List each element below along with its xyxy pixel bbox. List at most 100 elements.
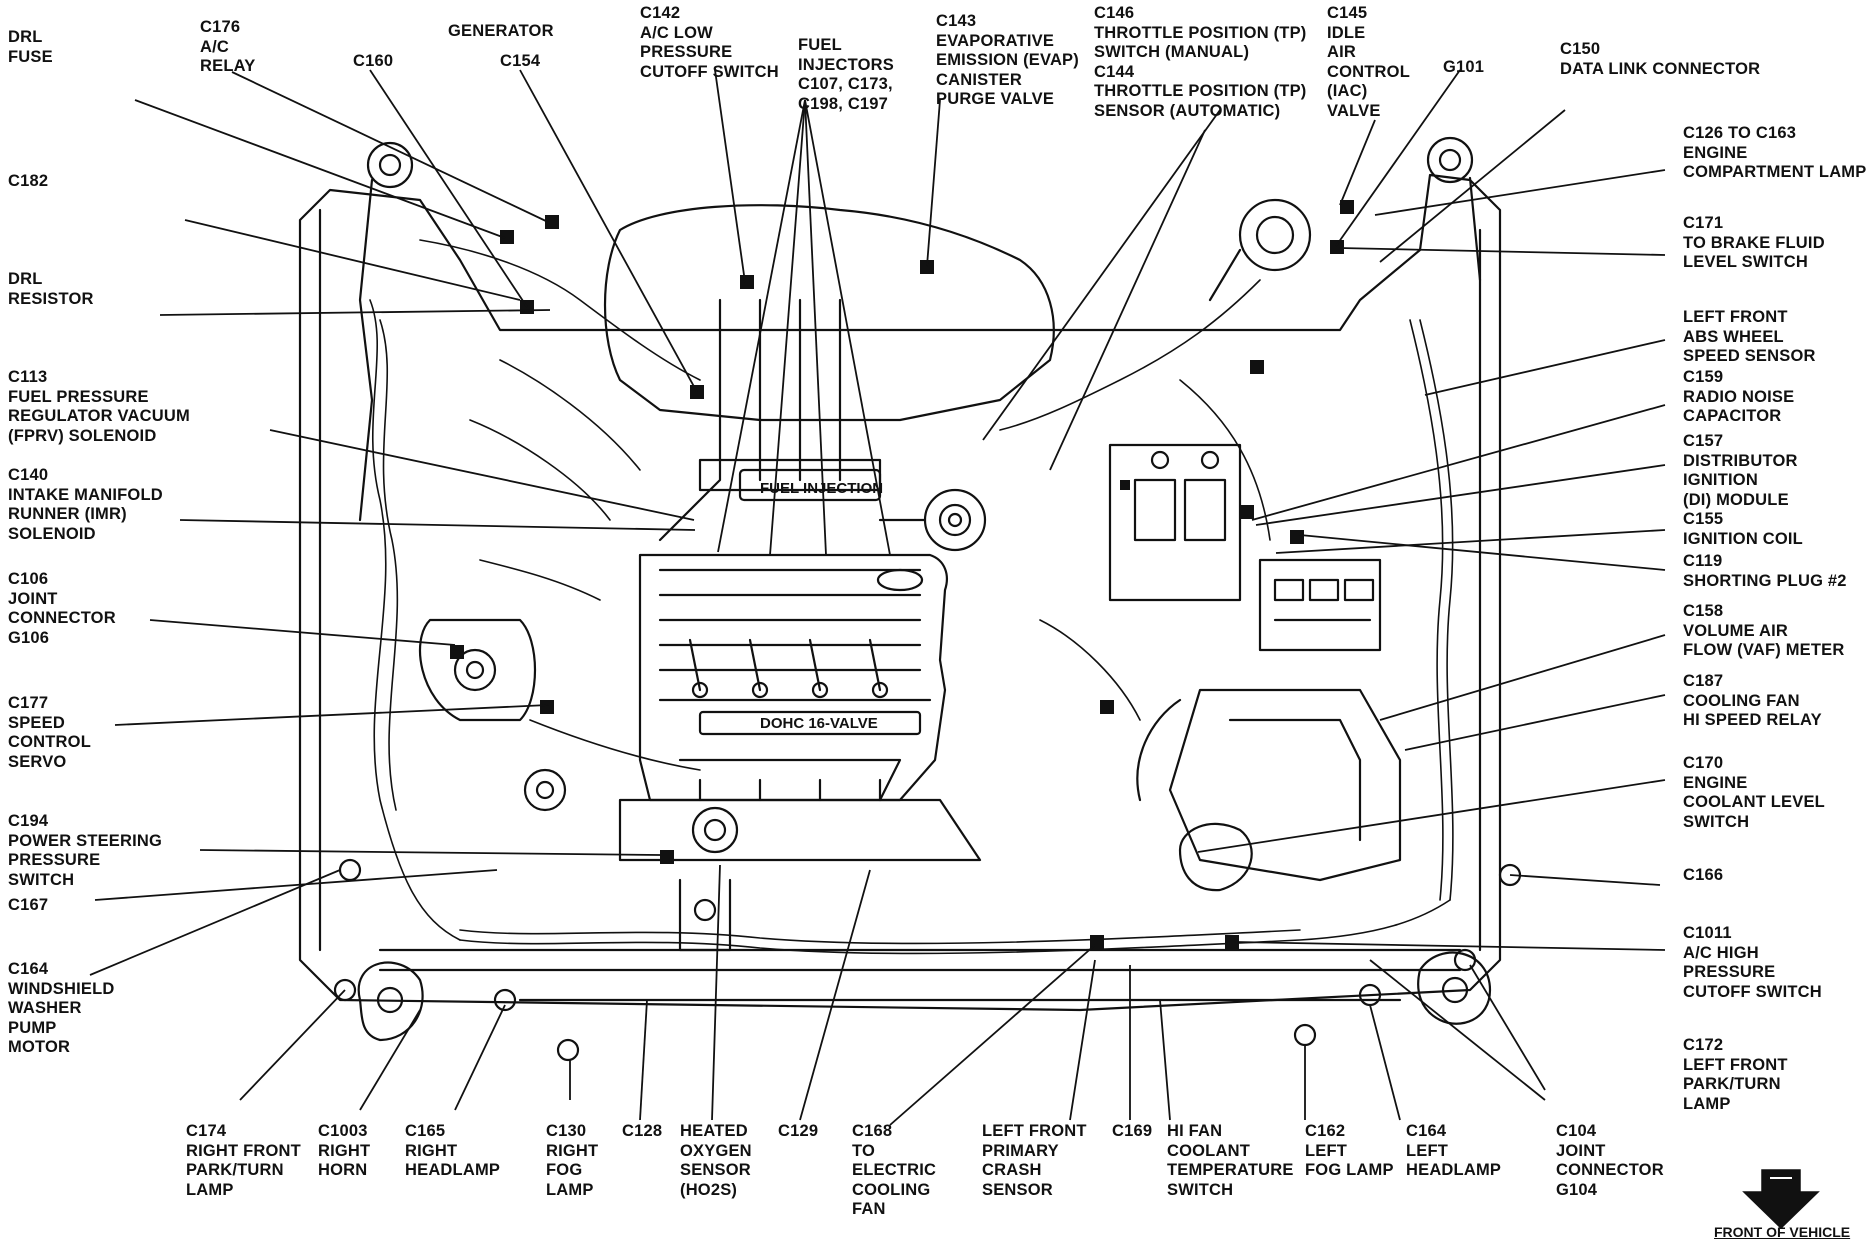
leader-c113 <box>269 429 695 521</box>
label-c187: C187 COOLING FAN HI SPEED RELAY <box>1683 672 1822 729</box>
label-c150: C150 DATA LINK CONNECTOR <box>1560 40 1761 78</box>
lamp-sockets <box>333 858 1522 1062</box>
leader-c158 <box>1379 634 1666 721</box>
leader-fi-d <box>804 99 891 556</box>
label-g101: G101 <box>1443 58 1485 76</box>
leader-c171 <box>1339 247 1666 256</box>
coolant-reservoir <box>1178 822 1253 892</box>
fuse-box <box>1258 558 1382 652</box>
leader-c143 <box>926 99 941 267</box>
connector-markers <box>450 200 1354 949</box>
label-c113: C113 FUEL PRESSURE REGULATOR VACUUM (FPR… <box>8 368 190 445</box>
arrow-down-icon <box>1742 1169 1820 1230</box>
leader-c1003 <box>359 1009 421 1111</box>
leader-drl-fuse <box>134 99 506 239</box>
leader-c129 <box>799 869 871 1121</box>
right-horn <box>357 961 424 1042</box>
leader-fi-b <box>769 99 806 556</box>
leader-c154 <box>519 69 698 393</box>
leader-c155 <box>1275 529 1666 554</box>
leader-fi-c <box>804 99 827 556</box>
label-c154: C154 <box>500 52 541 70</box>
leader-c165 <box>454 1004 506 1111</box>
leader-c106 <box>149 619 456 646</box>
label-c162: C162 LEFT FOG LAMP <box>1305 1122 1394 1179</box>
engine-bay-outline <box>298 173 1502 1012</box>
label-crash: LEFT FRONT PRIMARY CRASH SENSOR <box>982 1122 1087 1199</box>
leader-abs <box>1424 339 1666 396</box>
leader-c164-headlamp <box>1369 1004 1401 1121</box>
leader-lines <box>89 69 1666 1126</box>
label-c177: C177 SPEED CONTROL SERVO <box>8 694 91 771</box>
cam-cover <box>638 553 948 802</box>
label-abs: LEFT FRONT ABS WHEEL SPEED SENSOR <box>1683 308 1816 365</box>
label-c158: C158 VOLUME AIR FLOW (VAF) METER <box>1683 602 1845 659</box>
engine-block-lower <box>618 798 982 952</box>
leader-c119 <box>1299 534 1666 571</box>
label-c128: C128 <box>622 1122 663 1140</box>
leader-c194 <box>199 849 661 856</box>
label-ho2s: HEATED OXYGEN SENSOR (HO2S) <box>680 1122 752 1199</box>
leader-c172 <box>1469 964 1546 1091</box>
leader-c128 <box>639 999 648 1121</box>
label-c157: C157 DISTRIBUTOR IGNITION (DI) MODULE <box>1683 432 1798 509</box>
battery <box>1108 443 1242 602</box>
leader-c142 <box>714 69 746 283</box>
leader-c104 <box>1369 959 1546 1101</box>
leader-c170 <box>1197 779 1666 853</box>
leader-c160 <box>369 69 528 308</box>
label-c106: C106 JOINT CONNECTOR G106 <box>8 570 116 647</box>
label-c182: C182 <box>8 172 49 190</box>
label-c140: C140 INTAKE MANIFOLD RUNNER (IMR) SOLENO… <box>8 466 163 543</box>
leader-c187 <box>1404 694 1666 751</box>
label-c159: C159 RADIO NOISE CAPACITOR <box>1683 368 1795 425</box>
leader-c140 <box>179 519 696 531</box>
label-c164-washer: C164 WINDSHIELD WASHER PUMP MOTOR <box>8 960 115 1056</box>
label-c167: C167 <box>8 896 49 914</box>
air-cleaner <box>1136 688 1402 882</box>
leader-c144 <box>1049 129 1206 471</box>
label-c168: C168 TO ELECTRIC COOLING FAN <box>852 1122 937 1218</box>
label-drl-fuse: DRL FUSE <box>8 28 53 66</box>
leader-c177 <box>114 704 549 726</box>
intake-manifold <box>603 204 1055 542</box>
leader-c150 <box>1379 109 1566 263</box>
label-c146: C146 THROTTLE POSITION (TP) SWITCH (MANU… <box>1094 4 1307 120</box>
wire-harness <box>369 239 1454 955</box>
leader-c182 <box>184 219 521 301</box>
leader-c168 <box>889 944 1096 1126</box>
leader-ho2s <box>711 864 721 1121</box>
front-of-vehicle-caption: FRONT OF VEHICLE <box>1714 1224 1851 1240</box>
leader-g101 <box>1335 69 1461 247</box>
label-c1011: C1011 A/C HIGH PRESSURE CUTOFF SWITCH <box>1683 924 1822 1001</box>
label-c176: C176 A/C RELAY <box>200 18 256 75</box>
leader-hifan <box>1159 999 1171 1121</box>
leader-c1011 <box>1236 941 1666 951</box>
washer-reservoir <box>418 618 536 722</box>
label-c166: C166 <box>1683 866 1724 884</box>
label-c1003: C1003 RIGHT HORN <box>318 1122 371 1179</box>
power-steering-reservoir <box>523 768 567 812</box>
throttle-body <box>878 488 987 552</box>
label-c165: C165 RIGHT HEADLAMP <box>405 1122 501 1179</box>
label-c169: C169 <box>1112 1122 1153 1140</box>
right-strut-tower <box>358 141 414 522</box>
leader-c176 <box>231 71 549 223</box>
leader-c164-washer <box>89 869 341 976</box>
label-fuel-injectors: FUEL INJECTORS C107, C173, C198, C197 <box>798 36 894 113</box>
label-hifan: HI FAN COOLANT TEMPERATURE SWITCH <box>1167 1122 1294 1199</box>
leader-c146 <box>982 109 1221 441</box>
leader-c157 <box>1255 464 1666 526</box>
fuel-injection-marking: FUEL INJECTION <box>760 480 883 497</box>
leader-c126 <box>1374 169 1666 216</box>
label-generator: GENERATOR <box>448 22 554 40</box>
label-c143: C143 EVAPORATIVE EMISSION (EVAP) CANISTE… <box>936 12 1079 108</box>
label-c155: C155 IGNITION COIL <box>1683 510 1803 548</box>
leader-c167 <box>94 869 498 901</box>
label-drl-resistor: DRL RESISTOR <box>8 270 94 308</box>
label-c194: C194 POWER STEERING PRESSURE SWITCH <box>8 812 163 889</box>
label-c170: C170 ENGINE COOLANT LEVEL SWITCH <box>1683 754 1825 831</box>
label-c164-headlamp: C164 LEFT HEADLAMP <box>1406 1122 1502 1179</box>
label-c119: C119 SHORTING PLUG #2 <box>1683 552 1847 590</box>
label-c172: C172 LEFT FRONT PARK/TURN LAMP <box>1683 1036 1788 1113</box>
